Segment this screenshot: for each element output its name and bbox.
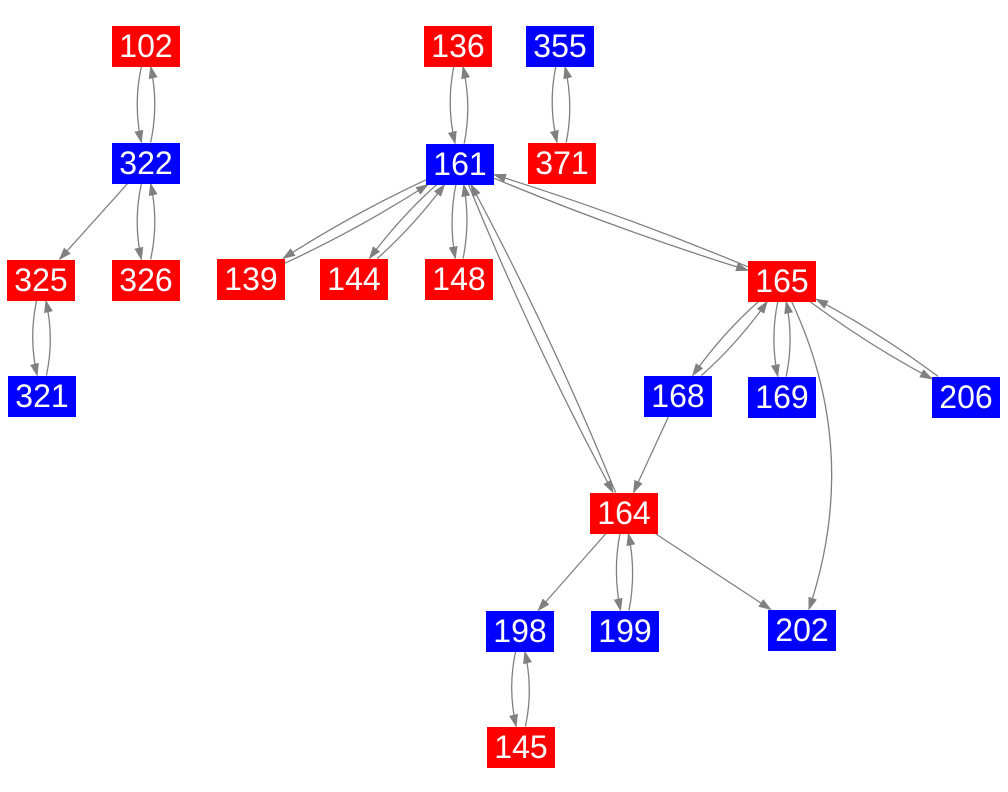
node-139: 139 xyxy=(217,258,285,300)
node-325: 325 xyxy=(7,259,75,301)
edge-198-145 xyxy=(509,651,518,728)
node-202: 202 xyxy=(768,609,836,651)
edge-325-321 xyxy=(30,300,39,377)
node-144: 144 xyxy=(320,258,388,300)
edge-165-202 xyxy=(791,301,833,611)
node-326: 326 xyxy=(112,259,180,301)
edge-206-165 xyxy=(815,298,939,378)
node-136: 136 xyxy=(424,25,492,67)
edge-164-199 xyxy=(613,533,623,612)
edge-165-161 xyxy=(493,173,749,268)
node-145: 145 xyxy=(487,726,555,768)
edge-161-144 xyxy=(368,184,438,260)
edge-326-322 xyxy=(148,182,158,260)
edge-145-198 xyxy=(523,650,532,727)
edge-164-202 xyxy=(654,532,772,611)
edge-148-161 xyxy=(461,183,471,259)
node-168: 168 xyxy=(644,375,712,417)
edge-165-169 xyxy=(770,301,780,378)
edge-136-161 xyxy=(447,66,457,145)
edge-144-161 xyxy=(376,183,446,259)
node-148: 148 xyxy=(425,258,493,300)
node-165: 165 xyxy=(748,260,816,302)
edge-355-371 xyxy=(549,66,559,144)
edge-371-355 xyxy=(563,65,573,143)
edge-199-164 xyxy=(626,532,636,611)
node-321: 321 xyxy=(8,375,76,417)
edge-161-136 xyxy=(461,65,471,144)
edge-168-164 xyxy=(632,416,670,494)
node-161: 161 xyxy=(426,143,494,185)
edge-161-164 xyxy=(467,184,614,494)
node-206: 206 xyxy=(932,376,1000,418)
edge-168-165 xyxy=(700,300,768,376)
node-102: 102 xyxy=(112,25,180,67)
edge-165-168 xyxy=(692,301,760,377)
edge-102-322 xyxy=(134,66,144,144)
edge-321-325 xyxy=(44,299,53,376)
edge-139-161 xyxy=(284,183,429,264)
edge-161-148 xyxy=(448,184,458,260)
node-164: 164 xyxy=(590,492,658,534)
edge-164-161 xyxy=(470,183,617,493)
edge-169-165 xyxy=(784,300,794,377)
node-355: 355 xyxy=(526,25,594,67)
edge-322-325 xyxy=(58,183,129,261)
edge-161-139 xyxy=(282,179,427,260)
edge-161-165 xyxy=(493,177,749,272)
edge-322-102 xyxy=(148,65,158,143)
node-169: 169 xyxy=(748,376,816,418)
edge-165-206 xyxy=(809,300,933,380)
node-199: 199 xyxy=(591,610,659,652)
node-371: 371 xyxy=(528,142,596,184)
node-198: 198 xyxy=(486,610,554,652)
edge-164-198 xyxy=(537,533,607,612)
edge-322-326 xyxy=(134,183,144,261)
node-322: 322 xyxy=(112,142,180,184)
